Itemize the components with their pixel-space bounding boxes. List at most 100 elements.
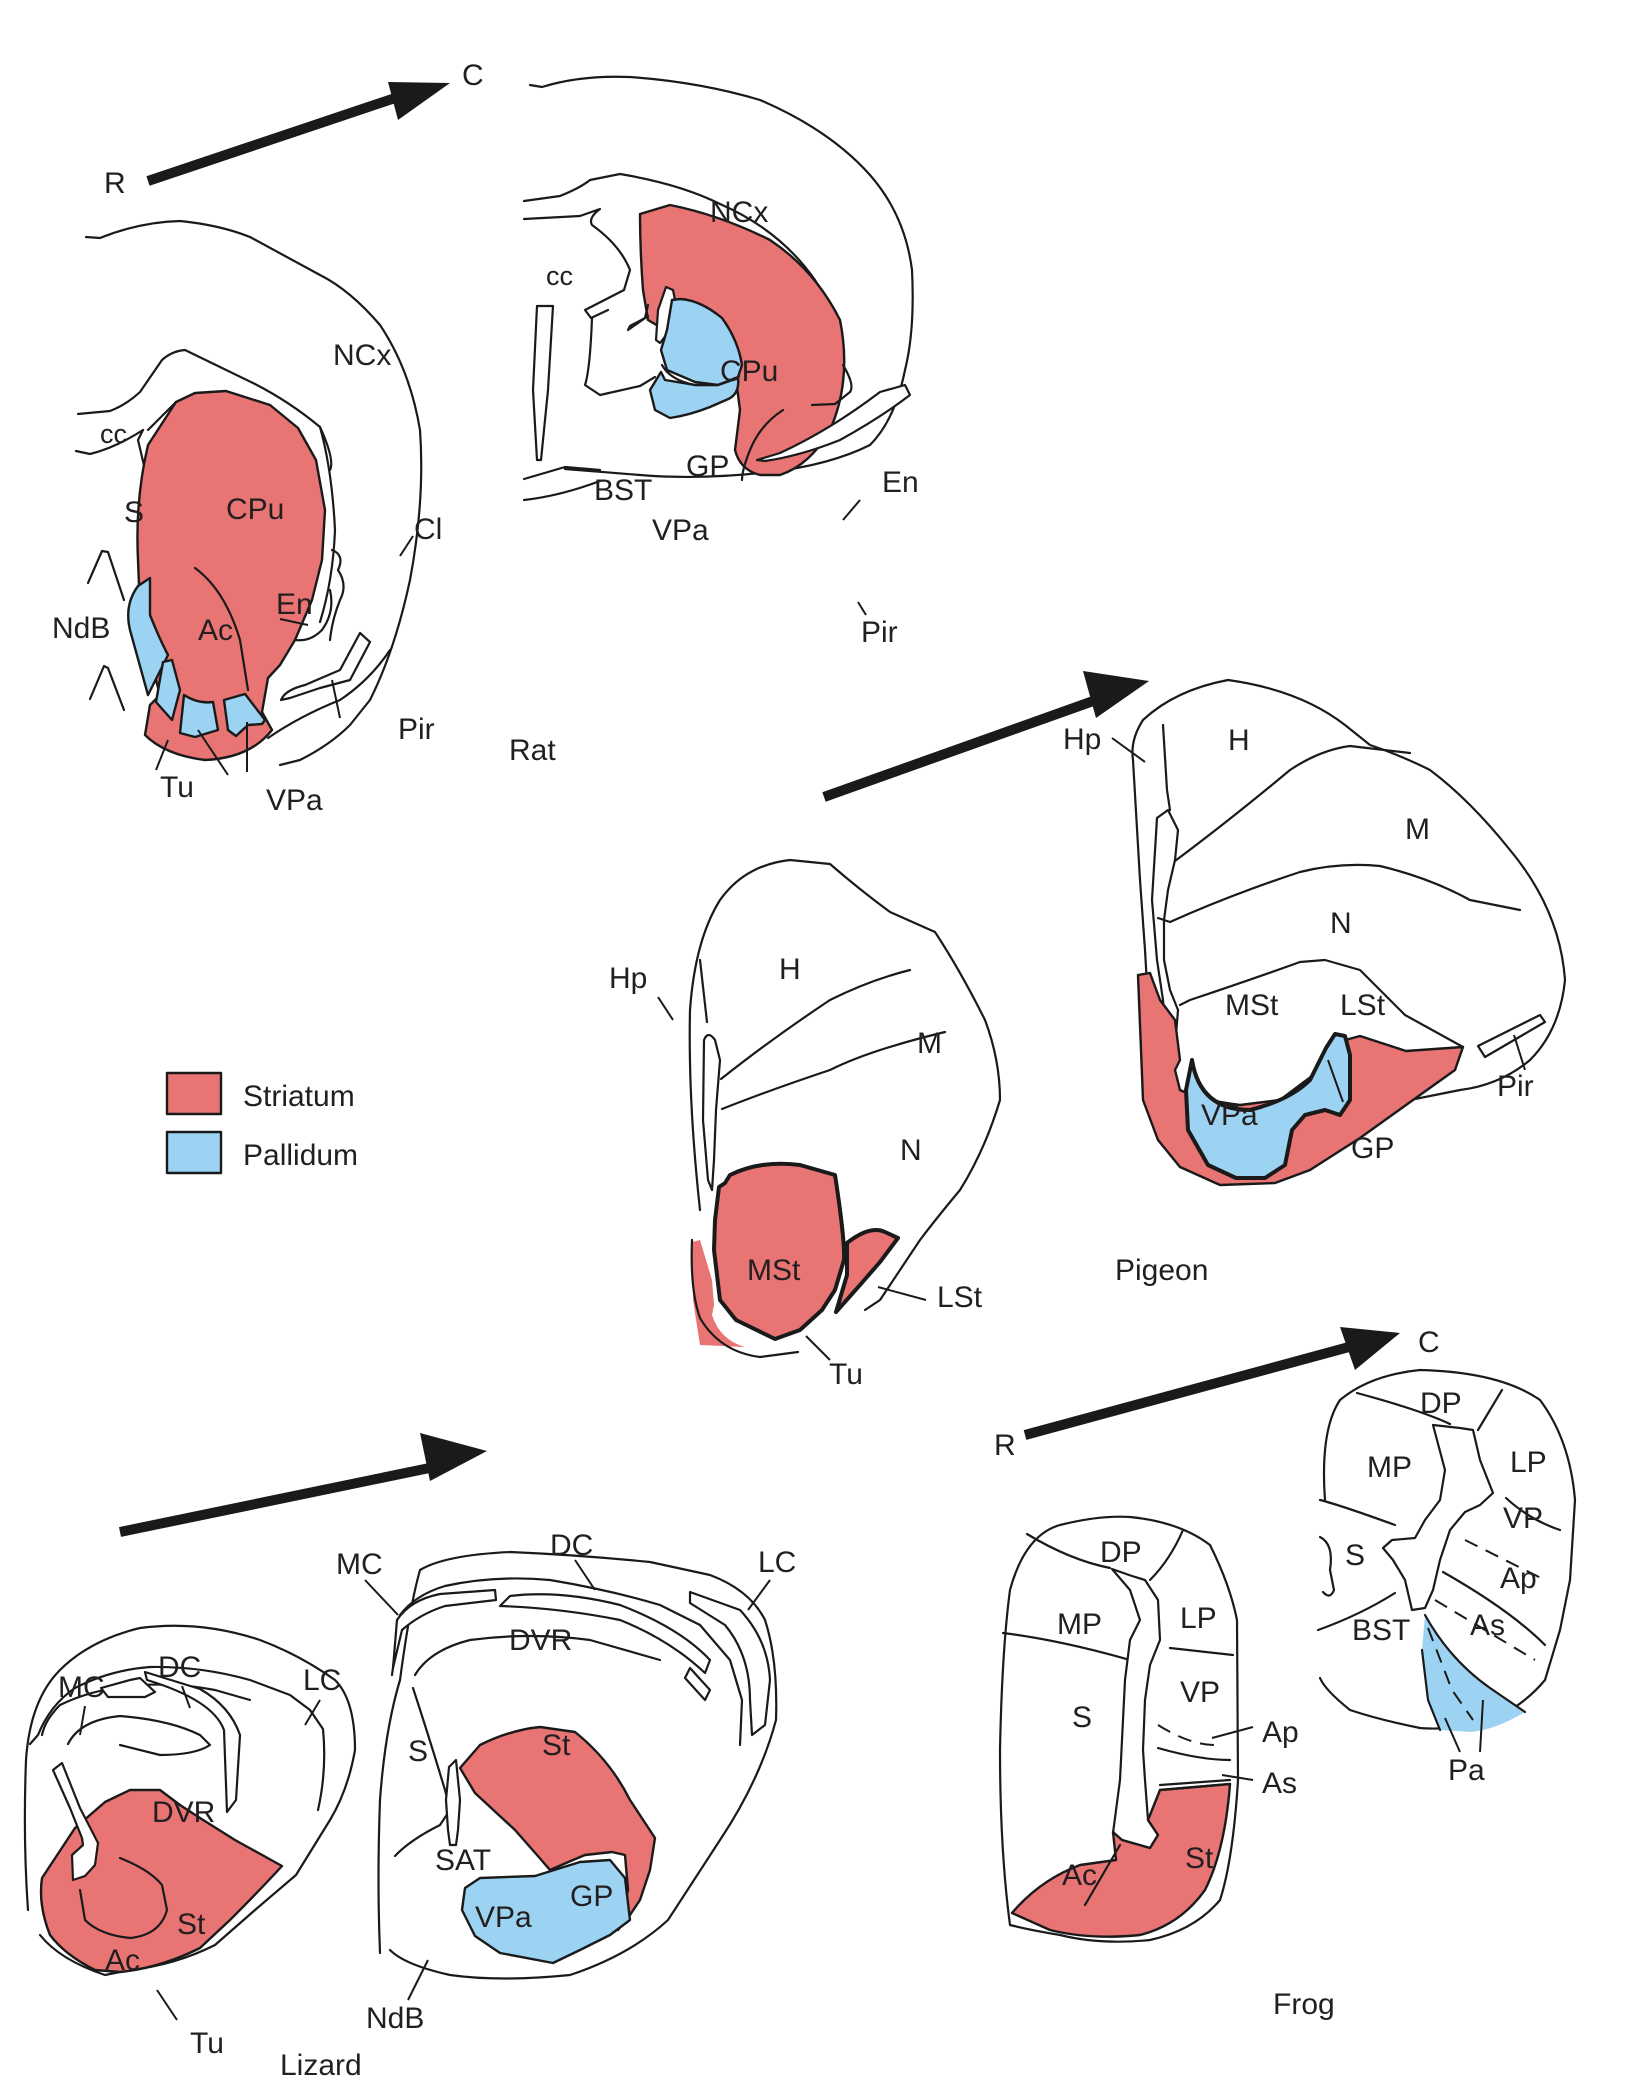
label-ncx: NCx <box>333 339 391 372</box>
hemisphere-outline <box>688 858 1002 1312</box>
label-m: M <box>917 1027 942 1060</box>
label-ac: Ac <box>198 614 233 647</box>
pigeon-panel: H Hp M N MSt LSt Tu Hp H M <box>609 671 1567 1391</box>
lp-vp-border <box>1504 1496 1562 1532</box>
label-gp: GP <box>1351 1132 1394 1165</box>
label-vp: VP <box>1503 1502 1543 1535</box>
as-st-border <box>1158 1778 1232 1787</box>
pigeon-rostral-section: H Hp M N MSt LSt Tu <box>609 858 1002 1391</box>
label-as: As <box>1470 1609 1505 1642</box>
label-pir: Pir <box>398 713 435 746</box>
s-bst-border <box>1316 1591 1397 1632</box>
label-tu: Tu <box>829 1358 863 1391</box>
rat-caudal-section: NCx cc CPu GP BST VPa En Pir <box>522 75 919 649</box>
leader-tu <box>155 739 169 771</box>
rostral-label: R <box>104 167 126 200</box>
leader-tu <box>805 1335 831 1361</box>
ventricle <box>51 1761 100 1882</box>
label-bst: BST <box>1352 1614 1410 1647</box>
label-ndb: NdB <box>52 612 110 645</box>
caudal-label: C <box>462 59 484 92</box>
ap-as-border <box>1441 1570 1547 1647</box>
label-cc: cc <box>100 419 127 449</box>
label-ap: Ap <box>1262 1716 1299 1749</box>
label-ndb: NdB <box>366 2002 424 2035</box>
pigeon-caudal-section: Hp H M N MSt LSt VPa GP Pir <box>1063 678 1567 1187</box>
arrow-shaft <box>118 1460 446 1537</box>
rostral-label: R <box>994 1429 1016 1462</box>
label-s: S <box>1072 1701 1092 1734</box>
ventricle <box>1381 1423 1495 1612</box>
st-region <box>39 1788 284 1974</box>
label-s: S <box>1345 1539 1365 1572</box>
ac-st-divide <box>1083 1843 1122 1907</box>
hemisphere-outline <box>23 1624 357 1977</box>
leader-pir <box>857 601 867 616</box>
label-h: H <box>779 953 801 986</box>
arrow-head-icon <box>1340 1327 1400 1370</box>
dc-layer <box>498 1593 712 1675</box>
label-mp: MP <box>1367 1451 1412 1484</box>
leader-mc <box>79 1705 86 1736</box>
label-pir: Pir <box>1497 1070 1534 1103</box>
mp-s-border <box>1318 1498 1397 1527</box>
leader-gp <box>1327 1059 1344 1103</box>
label-dc: DC <box>158 1651 201 1684</box>
arrow-head-icon <box>388 82 450 120</box>
tu-region <box>692 1240 745 1347</box>
arrow-shaft <box>1023 1339 1362 1440</box>
caudal-label: C <box>1418 1326 1440 1359</box>
lizard-caudal-section: MC DC LC DVR S St SAT VPa GP NdB <box>336 1529 796 2035</box>
leader-dc <box>574 1559 596 1591</box>
leader-pir <box>1513 1034 1526 1071</box>
label-pa: Pa <box>1448 1754 1485 1787</box>
vpa-patch-3 <box>178 693 220 739</box>
label-n: N <box>900 1134 922 1167</box>
label-n: N <box>1330 907 1352 940</box>
label-mst: MSt <box>747 1254 801 1287</box>
vp-ap-boundary <box>1464 1539 1546 1581</box>
hp-inner-line <box>698 958 709 1024</box>
pigeon-caption: Pigeon <box>1115 1254 1208 1287</box>
label-ac: Ac <box>1062 1859 1097 1892</box>
dp-lp-border <box>1476 1388 1504 1432</box>
leader-hp <box>657 996 674 1021</box>
cortex-outline <box>84 219 423 767</box>
label-en: En <box>882 466 919 499</box>
inner-loop <box>66 1714 212 1757</box>
rat-caption: Rat <box>509 734 556 767</box>
arrow-head-icon <box>1083 671 1149 718</box>
label-mst: MSt <box>1225 989 1279 1022</box>
legend-label-pallidum: Pallidum <box>243 1139 358 1172</box>
cortex-inner <box>390 1577 744 1747</box>
vpa-patch-2 <box>154 658 182 722</box>
as-boundary <box>1434 1599 1536 1661</box>
leader-mc <box>364 1579 399 1616</box>
label-s: S <box>124 496 144 529</box>
label-vp: VP <box>1180 1676 1220 1709</box>
lc-layer <box>688 1590 772 1737</box>
label-st: St <box>1185 1842 1214 1875</box>
label-sat: SAT <box>435 1844 491 1877</box>
arrow-head-icon <box>420 1433 487 1481</box>
piriform-cortex <box>279 631 372 702</box>
leader-lc <box>304 1699 321 1726</box>
label-hp: Hp <box>609 962 647 995</box>
label-ap: Ap <box>1500 1562 1537 1595</box>
pa-border <box>1420 1613 1527 1732</box>
rat-rostral-section: NCx cc S CPu Cl NdB Ac En Pir Tu VPa <box>52 219 442 817</box>
ac-boundary <box>78 1856 169 1940</box>
dp-lp-border <box>1148 1528 1185 1582</box>
label-lst: LSt <box>937 1281 983 1314</box>
hemisphere-outline <box>998 1515 1240 1943</box>
leader-dc <box>181 1685 191 1709</box>
legend-label-striatum: Striatum <box>243 1080 355 1113</box>
lateral-ventricle <box>1150 808 1180 1062</box>
label-st: St <box>542 1729 571 1762</box>
lp-vp-border <box>1168 1646 1235 1657</box>
legend-swatch-pallidum <box>165 1130 223 1175</box>
h-m-border <box>1173 744 1412 863</box>
label-s: S <box>408 1735 428 1768</box>
leader-cl <box>399 535 414 557</box>
